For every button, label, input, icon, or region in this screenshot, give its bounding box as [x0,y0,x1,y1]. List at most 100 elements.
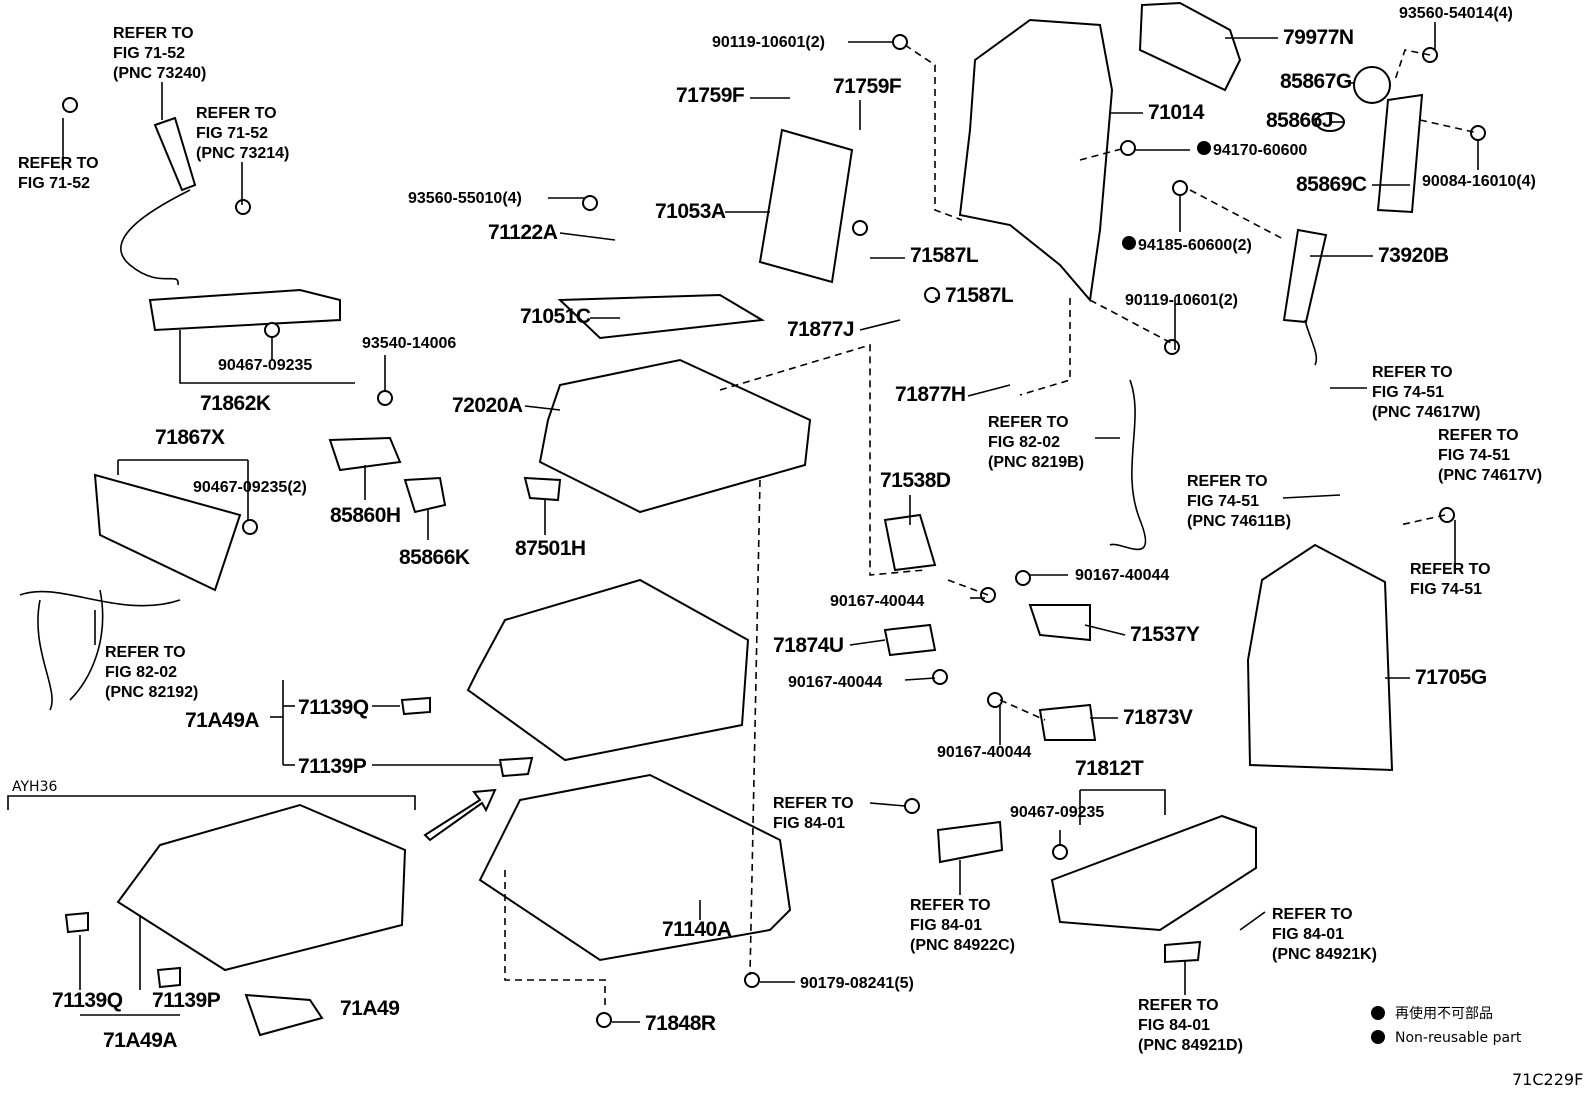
non-reusable-dot-icon [1197,141,1211,155]
leader-line [849,639,886,646]
part-label: 90119-10601(2) [712,34,825,51]
reference-note-line: REFER TO [1438,427,1519,444]
reference-note-line: (PNC 74617V) [1438,467,1542,484]
part-label: 71873V [1123,706,1193,729]
leader-line [1080,789,1166,815]
bolt-icon [1470,125,1486,141]
part-label: 71538D [880,469,951,492]
bolt-icon [924,287,940,303]
reference-note-line: FIG 74-51 [1438,447,1510,464]
non-reusable-dot-icon [1371,1030,1385,1044]
leader-line [179,330,355,384]
part-number: 71874U [773,634,844,657]
part-number: 71587L [945,284,1014,307]
part-number: 90084-16010(4) [1422,173,1536,190]
part-label: 71705G [1415,666,1487,689]
assembly-dashed-line [1019,298,1071,396]
bolt-icon [744,972,760,988]
reference-note-line: (PNC 74617W) [1372,404,1480,421]
part-label: REFER TO FIG 74-51 [1410,561,1491,598]
leader-line [967,384,1011,397]
part-number: 71759F [833,75,902,98]
pad-bracket-part [1376,93,1424,214]
reference-note-line: (PNC 84921D) [1138,1037,1243,1054]
part-number: 90467-09235 [218,357,312,374]
part-label: REFER TO FIG 74-51 (PNC 74617V) [1438,427,1542,484]
assembly-dashed-line [1089,299,1176,346]
bolt-icon [987,692,1003,708]
part-label: 71139Q [298,696,369,719]
connector-87501H-part [523,476,562,502]
reference-note-line: REFER TO [1272,906,1353,923]
speaker-part [1353,66,1391,104]
figure-code: 71C229F [1512,1070,1583,1089]
part-number: 71877H [895,383,966,406]
reference-note-line: (PNC 82192) [105,684,198,701]
bolt-icon [235,199,251,215]
assembly-dashed-line [1079,147,1126,161]
bolt-icon [1015,570,1031,586]
bolt-icon [892,34,908,50]
front-cover-part [93,473,242,592]
reference-note-line: (PNC 73240) [113,65,206,82]
part-label: 90084-16010(4) [1422,173,1536,190]
part-label: 71139Q [52,989,123,1012]
cushion-pad-ayh36-part [116,803,407,972]
part-number: 71538D [880,469,951,492]
bolt-icon [596,1012,612,1028]
bolt-icon [377,390,393,406]
part-label: 90167-40044 [1075,567,1169,584]
reference-note-line: REFER TO [113,25,194,42]
seatbelt-wire [120,189,191,286]
part-label: 85866J [1266,109,1334,132]
part-label: 94170-60600 [1197,141,1307,159]
lumbar-motor-part [328,436,402,472]
reference-note-line: (PNC 84921K) [1272,946,1377,963]
leader-line [869,802,906,807]
reference-note-line: FIG 84-01 [1272,926,1344,943]
part-label: REFER TO FIG 84-01 (PNC 84921K) [1272,906,1377,963]
bolt-icon [62,97,78,113]
part-label: 71877H [895,383,966,406]
part-label: 71587L [910,244,979,267]
cap-bl-q-part [64,911,89,934]
side-cover-part [148,288,341,332]
part-number: 94185-60600(2) [1138,237,1252,254]
reference-note-line: REFER TO [1410,561,1491,578]
reference-note-line: REFER TO [196,105,277,122]
part-label: 73920B [1378,244,1449,267]
part-label: 85867G [1280,70,1352,93]
part-number: 71759F [676,84,745,107]
part-number: 90467-09235(2) [193,479,307,496]
bolt-icon [1120,140,1136,156]
part-label: 71122A [488,221,558,244]
assembly-dashed-line [999,699,1046,721]
assembly-dashed-line [504,870,606,1010]
headrest-pad-part [1138,1,1242,92]
part-label: 71759F [676,84,745,107]
part-number: 71139P [298,755,367,778]
reference-note-line: FIG 74-51 [1372,384,1444,401]
reference-note-line: (PNC 84922C) [910,937,1015,954]
part-label: 90179-08241(5) [800,975,914,992]
part-number: 73920B [1378,244,1449,267]
leader-lines [7,22,1479,1023]
legend-line-ja: 再使用不可部品 [1395,1005,1493,1022]
bolt-icon [932,669,948,685]
bolt-icon [1052,844,1068,860]
reference-note-line: FIG 82-02 [105,664,177,681]
reference-note-line: FIG 84-01 [773,815,845,832]
part-number: 71587L [910,244,979,267]
reference-note-line: FIG 74-51 [1410,581,1482,598]
ottoman-cover-part [244,993,324,1037]
part-label: 71867X [155,426,225,449]
part-number: 71867X [155,426,225,449]
part-number: 71139Q [52,989,123,1012]
part-label: 93560-55010(4) [408,190,522,207]
